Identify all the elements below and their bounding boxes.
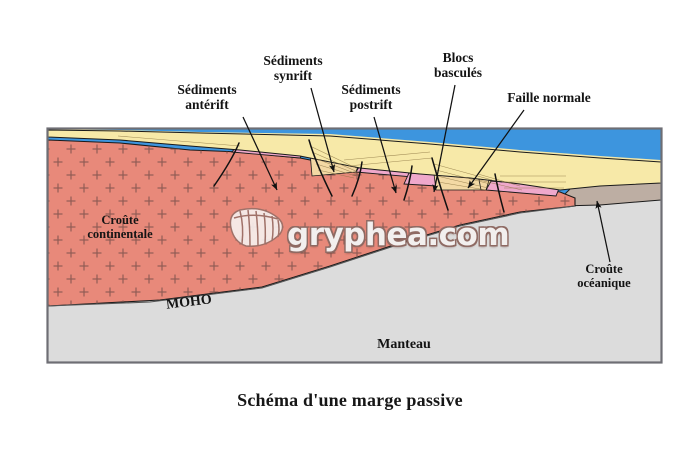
fault-2: [308, 139, 333, 197]
stratification-lines: [117, 135, 566, 191]
label-blocs-bascules: Blocs basculés: [433, 50, 482, 81]
fault-6: [403, 165, 413, 201]
cross-section-body: [48, 129, 661, 362]
fault-4: [431, 157, 449, 211]
fault-3: [351, 161, 363, 197]
leader-blocs: [432, 84, 456, 193]
label-croute-oceanique: Croûte océanique: [577, 262, 631, 290]
leader-oceanique: [595, 200, 611, 263]
label-sediments-synrift: Sédiments synrift: [263, 53, 323, 84]
label-leader-lines: [242, 84, 611, 263]
leader-faille: [467, 109, 525, 189]
label-sediments-postrift: Sédiments postrift: [341, 82, 401, 113]
shell-icon: [229, 207, 284, 247]
leader-synrift: [310, 87, 336, 173]
diagram-frame: [46, 127, 663, 364]
label-sediments-anterift: Sédiments antérift: [177, 82, 237, 113]
label-faille-normale: Faille normale: [507, 90, 591, 105]
fault-5: [494, 173, 505, 213]
moho-boundary: [48, 205, 576, 307]
mantle-unit: [48, 243, 661, 362]
watermark-text: gryphea.com: [287, 217, 510, 253]
postrift-sediment-unit: [48, 129, 661, 191]
leader-postrift: [373, 116, 397, 194]
fault-1: [213, 142, 240, 187]
normal-fault-planes: [213, 139, 505, 213]
label-manteau: Manteau: [377, 337, 431, 352]
leader-anterift: [242, 116, 278, 191]
label-croute-continentale: Croûte continentale: [87, 213, 153, 241]
figure-caption: Schéma d'une marge passive: [237, 390, 463, 410]
